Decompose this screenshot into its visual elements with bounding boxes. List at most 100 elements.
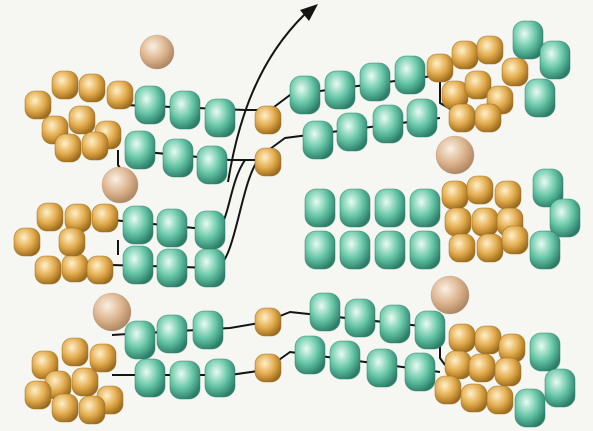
crystal-bead — [92, 204, 118, 232]
polymer-bead — [545, 369, 575, 407]
small-molecule-ball — [93, 293, 131, 331]
polymer-bead — [157, 315, 187, 353]
crystal-bead — [79, 74, 105, 102]
crystal-bead — [87, 256, 113, 284]
crystal-bead — [25, 91, 51, 119]
crystal-bead — [35, 256, 61, 284]
polymer-bead — [405, 353, 435, 391]
crystal-bead — [72, 368, 98, 396]
polymer-bead — [205, 359, 235, 397]
crystal-bead — [427, 54, 453, 82]
crystal-bead — [487, 386, 513, 414]
crystal-bead — [445, 208, 471, 236]
polymer-bead — [367, 349, 397, 387]
polymer-bead — [205, 99, 235, 137]
small-molecule-ball — [102, 167, 138, 203]
polymer-bead — [380, 305, 410, 343]
small-molecule-ball — [431, 276, 469, 314]
polymer-bead — [373, 105, 403, 143]
crystal-bead — [255, 308, 281, 336]
crystal-bead — [62, 254, 88, 282]
polymer-bead — [550, 199, 580, 237]
crystal-bead — [472, 208, 498, 236]
crystal-bead — [55, 134, 81, 162]
polymer-bead — [295, 336, 325, 374]
crystal-bead — [37, 203, 63, 231]
crystal-bead — [461, 384, 487, 412]
small-molecule-ball — [140, 35, 174, 69]
crystal-bead — [475, 326, 501, 354]
crystal-bead — [495, 181, 521, 209]
polymer-bead — [530, 333, 560, 371]
polymer-bead — [170, 361, 200, 399]
crystal-bead — [449, 104, 475, 132]
polymer-bead — [340, 231, 370, 269]
polymer-bead — [330, 341, 360, 379]
polymer-bead — [305, 231, 335, 269]
small-molecule-ball — [436, 136, 474, 174]
crystal-bead — [475, 104, 501, 132]
polymer-bead — [325, 71, 355, 109]
polymer-bead — [375, 231, 405, 269]
polymer-bead — [290, 76, 320, 114]
crystal-bead — [52, 71, 78, 99]
crystal-bead — [79, 396, 105, 424]
polymer-bead — [410, 231, 440, 269]
crystal-bead — [502, 58, 528, 86]
polymer-bead — [170, 91, 200, 129]
polymer-bead — [540, 41, 570, 79]
polymer-bead — [157, 249, 187, 287]
polymer-bead — [410, 189, 440, 227]
polymer-bead — [195, 249, 225, 287]
polymer-bead — [415, 311, 445, 349]
polymer-bead — [525, 79, 555, 117]
crystal-bead — [445, 351, 471, 379]
crystal-bead — [452, 41, 478, 69]
polymer-bead — [395, 56, 425, 94]
crystal-bead — [469, 354, 495, 382]
crystal-bead — [477, 36, 503, 64]
polymer-bead — [125, 131, 155, 169]
polymer-bead — [123, 206, 153, 244]
polymer-bead — [407, 99, 437, 137]
polymer-bead — [337, 113, 367, 151]
polymer-bead — [195, 211, 225, 249]
crystal-bead — [62, 338, 88, 366]
crystal-bead — [435, 376, 461, 404]
crystal-bead — [25, 381, 51, 409]
crystal-bead — [90, 344, 116, 372]
crystal-bead — [467, 176, 493, 204]
polymer-bead — [125, 321, 155, 359]
polymer-bead — [193, 311, 223, 349]
polymer-bead — [530, 231, 560, 269]
crystal-bead — [107, 81, 133, 109]
crystal-bead — [449, 234, 475, 262]
crystal-bead — [59, 228, 85, 256]
crystal-bead — [502, 226, 528, 254]
polymer-bead — [135, 86, 165, 124]
polymer-bead — [303, 121, 333, 159]
polymer-bead — [305, 189, 335, 227]
polymer-bead — [163, 139, 193, 177]
crystal-bead — [255, 106, 281, 134]
polymer-bead — [135, 359, 165, 397]
arrow-head — [300, 4, 318, 21]
polymer-bead — [513, 21, 543, 59]
crystal-bead — [255, 148, 281, 176]
polymer-bead — [157, 209, 187, 247]
crystal-bead — [52, 394, 78, 422]
crystal-bead — [82, 132, 108, 160]
polymer-bead — [197, 146, 227, 184]
polymer-bead — [123, 246, 153, 284]
polymer-bead — [310, 293, 340, 331]
polymer-bead — [360, 63, 390, 101]
crystal-bead — [477, 234, 503, 262]
crystal-bead — [255, 354, 281, 382]
bead-layer — [14, 21, 580, 427]
polymer-bead — [515, 389, 545, 427]
crystal-bead — [14, 228, 40, 256]
crystal-bead — [69, 106, 95, 134]
polymer-bead — [345, 299, 375, 337]
